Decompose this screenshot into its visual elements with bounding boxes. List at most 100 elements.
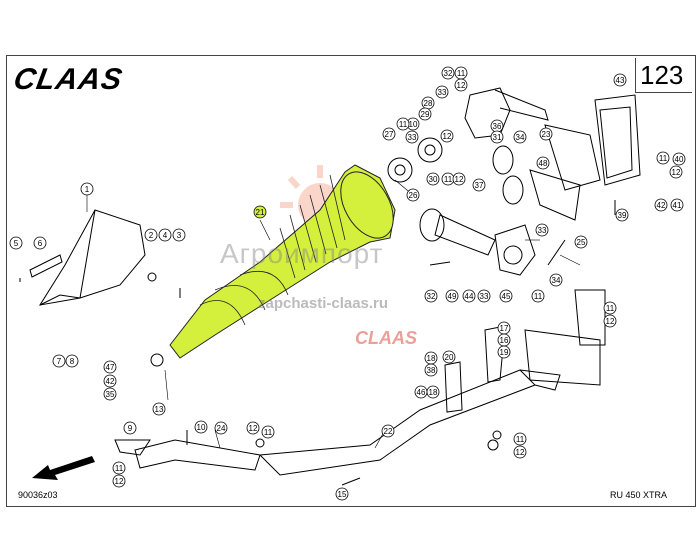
callout-circle [615,208,629,222]
callout-label: 33 [480,292,489,301]
callout-33: 33 [477,289,491,303]
callout-circle [426,385,440,399]
callout-label: 47 [106,363,115,372]
callout-circle [656,151,670,165]
callout-17: 17 [497,321,511,335]
callout-40: 40 [672,152,686,166]
callout-label: 21 [256,208,265,217]
callout-label: 29 [421,110,430,119]
callout-circle [442,350,456,364]
callout-label: 2 [149,231,154,240]
callout-31: 31 [490,130,504,144]
callout-36: 36 [490,119,504,133]
callout-circle [672,152,686,166]
callout-33: 33 [405,130,419,144]
callout-circle [613,73,627,87]
callout-11: 11 [441,172,455,186]
callout-circle [246,421,260,435]
callout-circle [158,228,172,242]
callout-label: 23 [542,130,551,139]
callout-circle [405,130,419,144]
watermark-url: zapchasti-claas.ru [258,295,389,312]
callout-label: 33 [438,88,447,97]
callout-circle [603,301,617,315]
callout-5: 5 [9,236,23,250]
callout-label: 31 [493,133,502,142]
callout-label: 19 [500,348,509,357]
callout-11: 11 [396,117,410,131]
callout-circle [418,107,432,121]
callout-20: 20 [442,350,456,364]
callout-label: 11 [115,464,124,473]
callout-label: 11 [534,292,543,301]
callout-8: 8 [65,354,79,368]
callout-circle [670,198,684,212]
callout-label: 4 [163,231,168,240]
callout-11: 11 [513,432,527,446]
callout-label: 18 [429,388,438,397]
callout-7: 7 [52,354,66,368]
callout-24: 24 [214,421,228,435]
callout-42: 42 [654,198,668,212]
callout-circle [396,117,410,131]
callout-33: 33 [435,85,449,99]
callout-23: 23 [539,127,553,141]
callout-circle [112,461,126,475]
callout-circle [445,289,459,303]
callout-label: 28 [424,99,433,108]
callout-circle [535,223,549,237]
callout-circle [9,236,23,250]
callout-label: 11 [444,175,453,184]
callout-circle [65,354,79,368]
callout-label: 20 [445,353,454,362]
callout-label: 11 [264,428,273,437]
callout-circle [152,402,166,416]
callout-circle [574,235,588,249]
callout-18: 18 [424,351,438,365]
callout-circle [144,228,158,242]
callout-label: 12 [516,448,525,457]
callout-12: 12 [454,78,468,92]
page-number-box [635,58,692,93]
callout-label: 36 [493,122,502,131]
callout-circle [103,387,117,401]
callout-circle [253,205,267,219]
callout-16: 16 [497,333,511,347]
callout-label: 25 [577,238,586,247]
callout-label: 46 [417,388,426,397]
callout-label: 12 [115,477,124,486]
callout-3: 3 [172,228,186,242]
callout-label: 32 [427,292,436,301]
callout-33: 33 [535,223,549,237]
callout-label: 9 [128,424,133,433]
callout-circle [462,289,476,303]
callout-15: 15 [335,487,349,501]
callout-circle [426,172,440,186]
callout-label: 44 [465,292,474,301]
callout-12: 12 [452,172,466,186]
callout-label: 12 [443,132,452,141]
callout-27: 27 [382,127,396,141]
callout-49: 49 [445,289,459,303]
callout-label: 10 [409,120,418,129]
callout-label: 24 [217,424,226,433]
callout-circle [603,314,617,328]
watermark-brand: CLAAS [355,328,417,348]
callout-48: 48 [536,156,550,170]
callout-11: 11 [531,289,545,303]
callout-44: 44 [462,289,476,303]
callout-label: 11 [659,154,668,163]
callout-4: 4 [158,228,172,242]
callout-label: 12 [672,168,681,177]
callout-circle [549,273,563,287]
callout-18: 18 [426,385,440,399]
callout-circle [472,178,486,192]
callout-label: 12 [457,81,466,90]
callout-circle [335,487,349,501]
callout-label: 33 [538,226,547,235]
callout-circle [669,165,683,179]
callout-29: 29 [418,107,432,121]
callout-12: 12 [603,314,617,328]
callout-label: 34 [552,276,561,285]
callout-32: 32 [441,66,455,80]
